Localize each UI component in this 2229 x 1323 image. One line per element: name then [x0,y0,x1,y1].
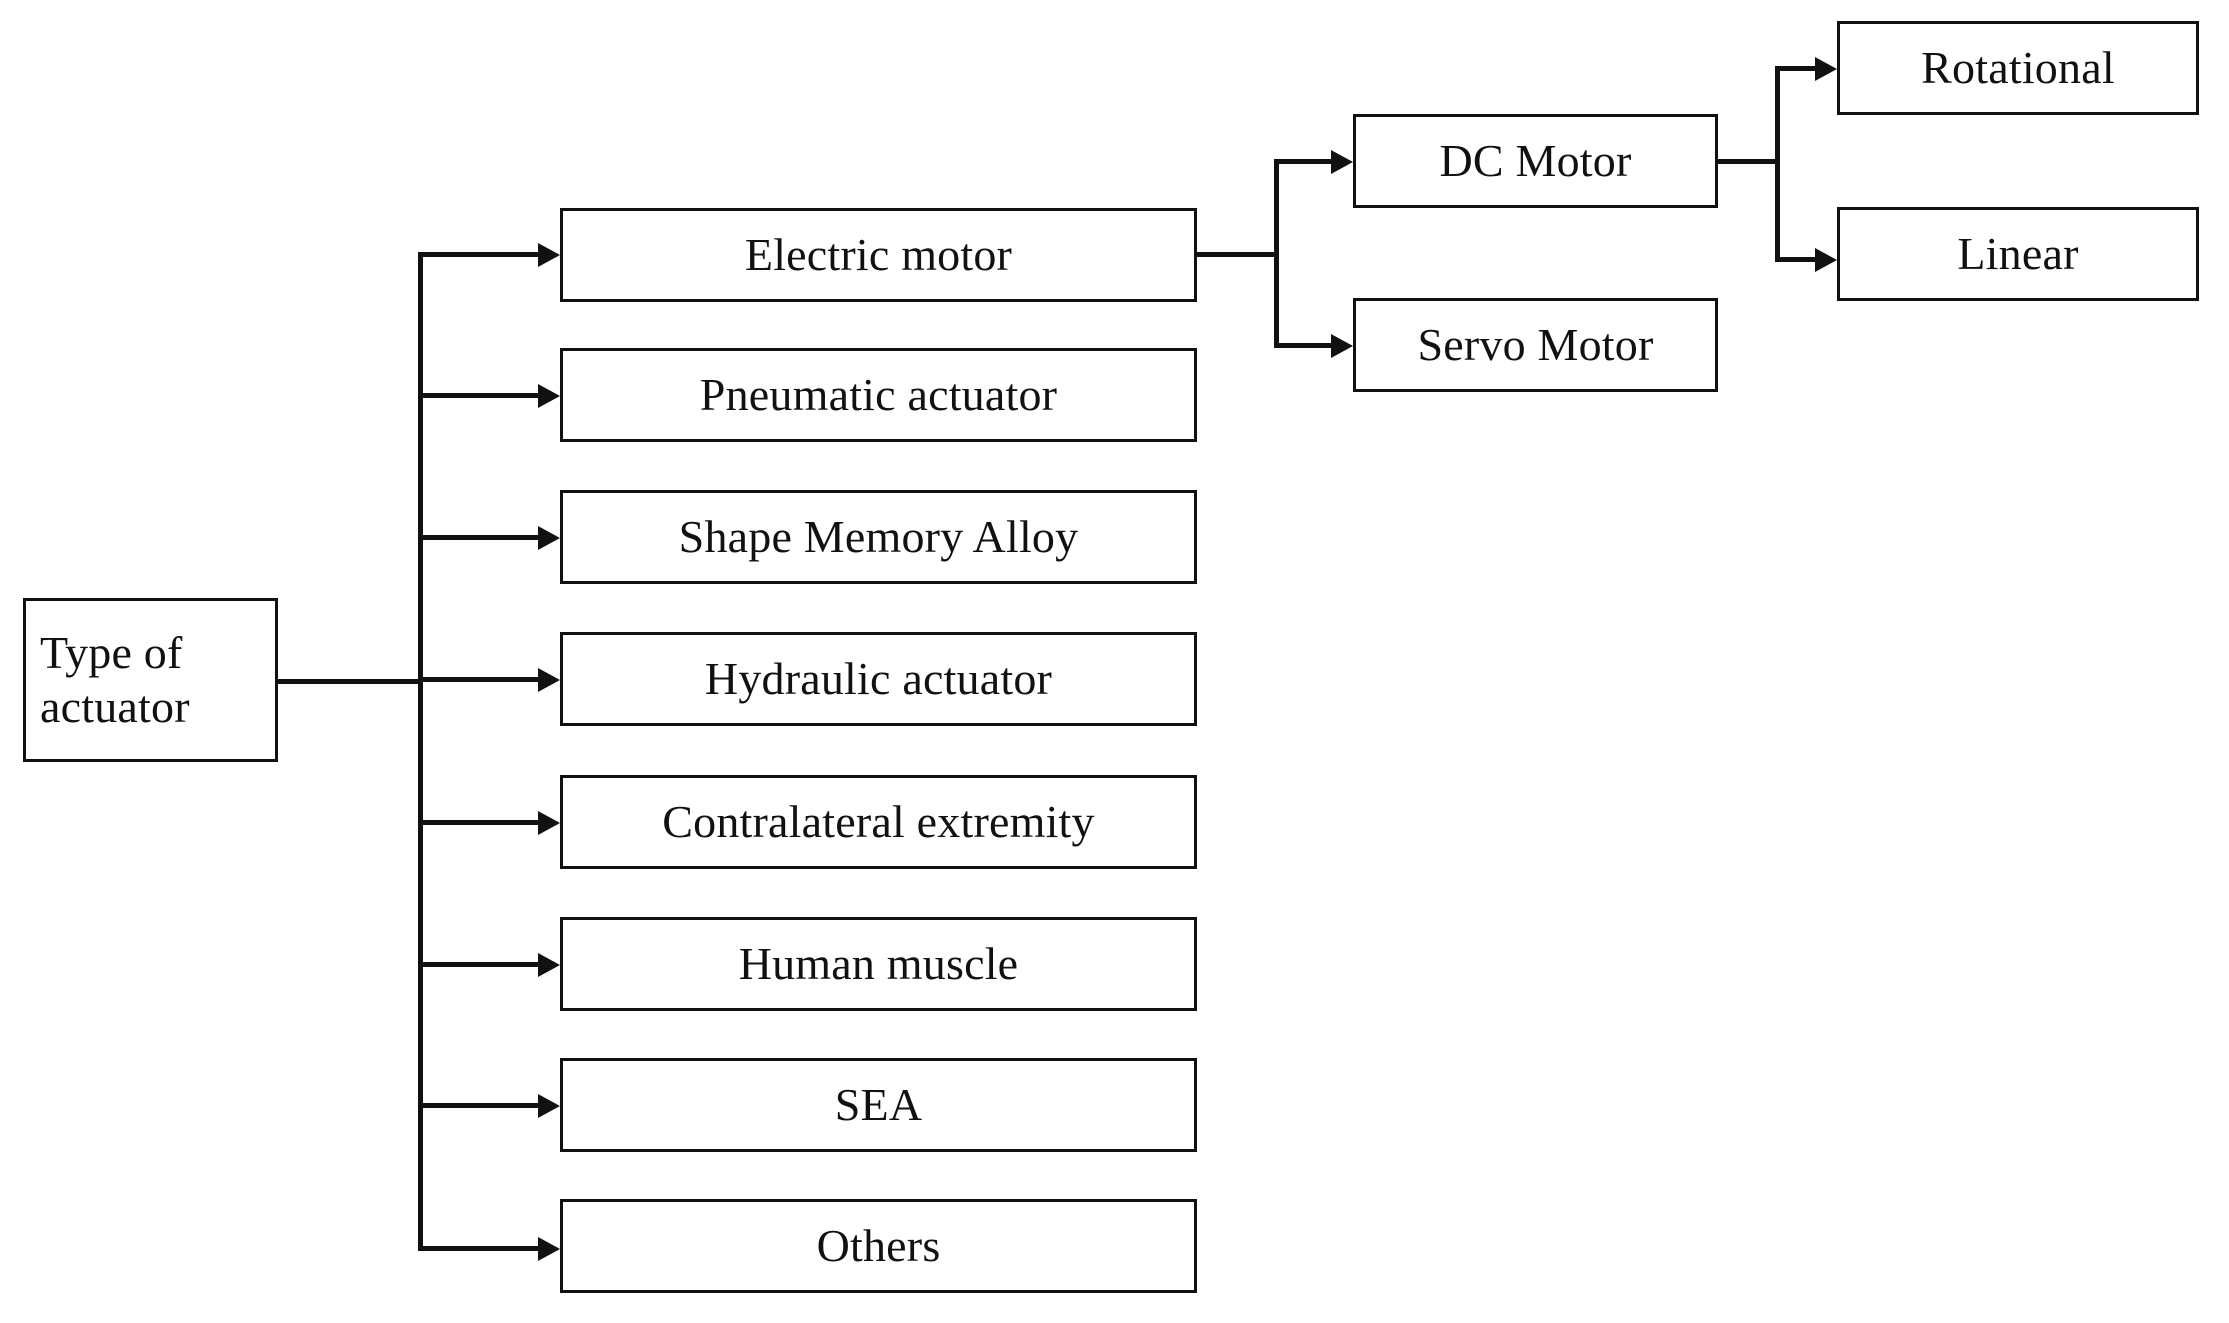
connector-branch-human-muscle [418,962,540,967]
connector-dc-motor-split-vertical [1775,66,1780,262]
node-label: Contralateral extremity [662,795,1095,847]
connector-electric-motor-split-vertical [1274,252,1279,345]
connector-dc-motor-out [1718,159,1780,164]
connector-branch-shape-memory-alloy [418,535,540,540]
arrowhead-servo-motor [1331,334,1353,358]
arrowhead-human-muscle [538,953,560,977]
connector-branch-electric-motor [418,252,540,257]
node-label: Servo Motor [1417,318,1654,370]
node-hydraulic-actuator[interactable]: Hydraulic actuator [560,632,1197,726]
node-label: Hydraulic actuator [704,652,1053,704]
arrowhead-electric-motor [538,243,560,267]
connector-branch-contralateral-extremity [418,820,540,825]
arrowhead-rotational [1815,57,1837,81]
arrowhead-dc-motor [1331,150,1353,174]
node-label: Type of actuator [40,626,190,732]
connector-to-servo-motor [1274,343,1334,348]
arrowhead-linear [1815,248,1837,272]
node-pneumatic-actuator[interactable]: Pneumatic actuator [560,348,1197,442]
connector-to-rotational [1775,66,1819,71]
connector-to-linear [1775,257,1819,262]
arrowhead-others [538,1237,560,1261]
connector-branch-hydraulic-actuator [418,677,540,682]
node-label: Human muscle [738,937,1019,989]
node-label: Electric motor [744,228,1013,280]
connector-electric-motor-out [1197,252,1279,257]
node-dc-motor[interactable]: DC Motor [1353,114,1718,208]
node-contralateral-extremity[interactable]: Contralateral extremity [560,775,1197,869]
connector-to-dc-motor [1274,159,1334,164]
node-human-muscle[interactable]: Human muscle [560,917,1197,1011]
arrowhead-hydraulic-actuator [538,668,560,692]
node-label: Shape Memory Alloy [678,510,1079,562]
connector-to-dc-motor-vertical [1274,161,1279,257]
node-shape-memory-alloy[interactable]: Shape Memory Alloy [560,490,1197,584]
node-type-of-actuator[interactable]: Type of actuator [23,598,278,762]
node-label: Linear [1957,227,2079,279]
connector-branch-pneumatic-actuator [418,393,540,398]
node-servo-motor[interactable]: Servo Motor [1353,298,1718,392]
arrowhead-contralateral-extremity [538,811,560,835]
connector-branch-others [418,1246,540,1251]
node-label: Rotational [1921,41,2115,93]
arrowhead-pneumatic-actuator [538,384,560,408]
node-electric-motor[interactable]: Electric motor [560,208,1197,302]
node-sea[interactable]: SEA [560,1058,1197,1152]
node-label: Others [816,1219,941,1271]
connector-root-to-spine [278,679,423,684]
node-linear[interactable]: Linear [1837,207,2199,301]
node-label: Pneumatic actuator [699,368,1058,420]
node-rotational[interactable]: Rotational [1837,21,2199,115]
arrowhead-sea [538,1094,560,1118]
node-label: DC Motor [1439,134,1632,186]
connector-branch-sea [418,1103,540,1108]
node-others[interactable]: Others [560,1199,1197,1293]
arrowhead-shape-memory-alloy [538,526,560,550]
connector-spine-vertical [418,252,423,1251]
node-label: SEA [834,1078,923,1130]
